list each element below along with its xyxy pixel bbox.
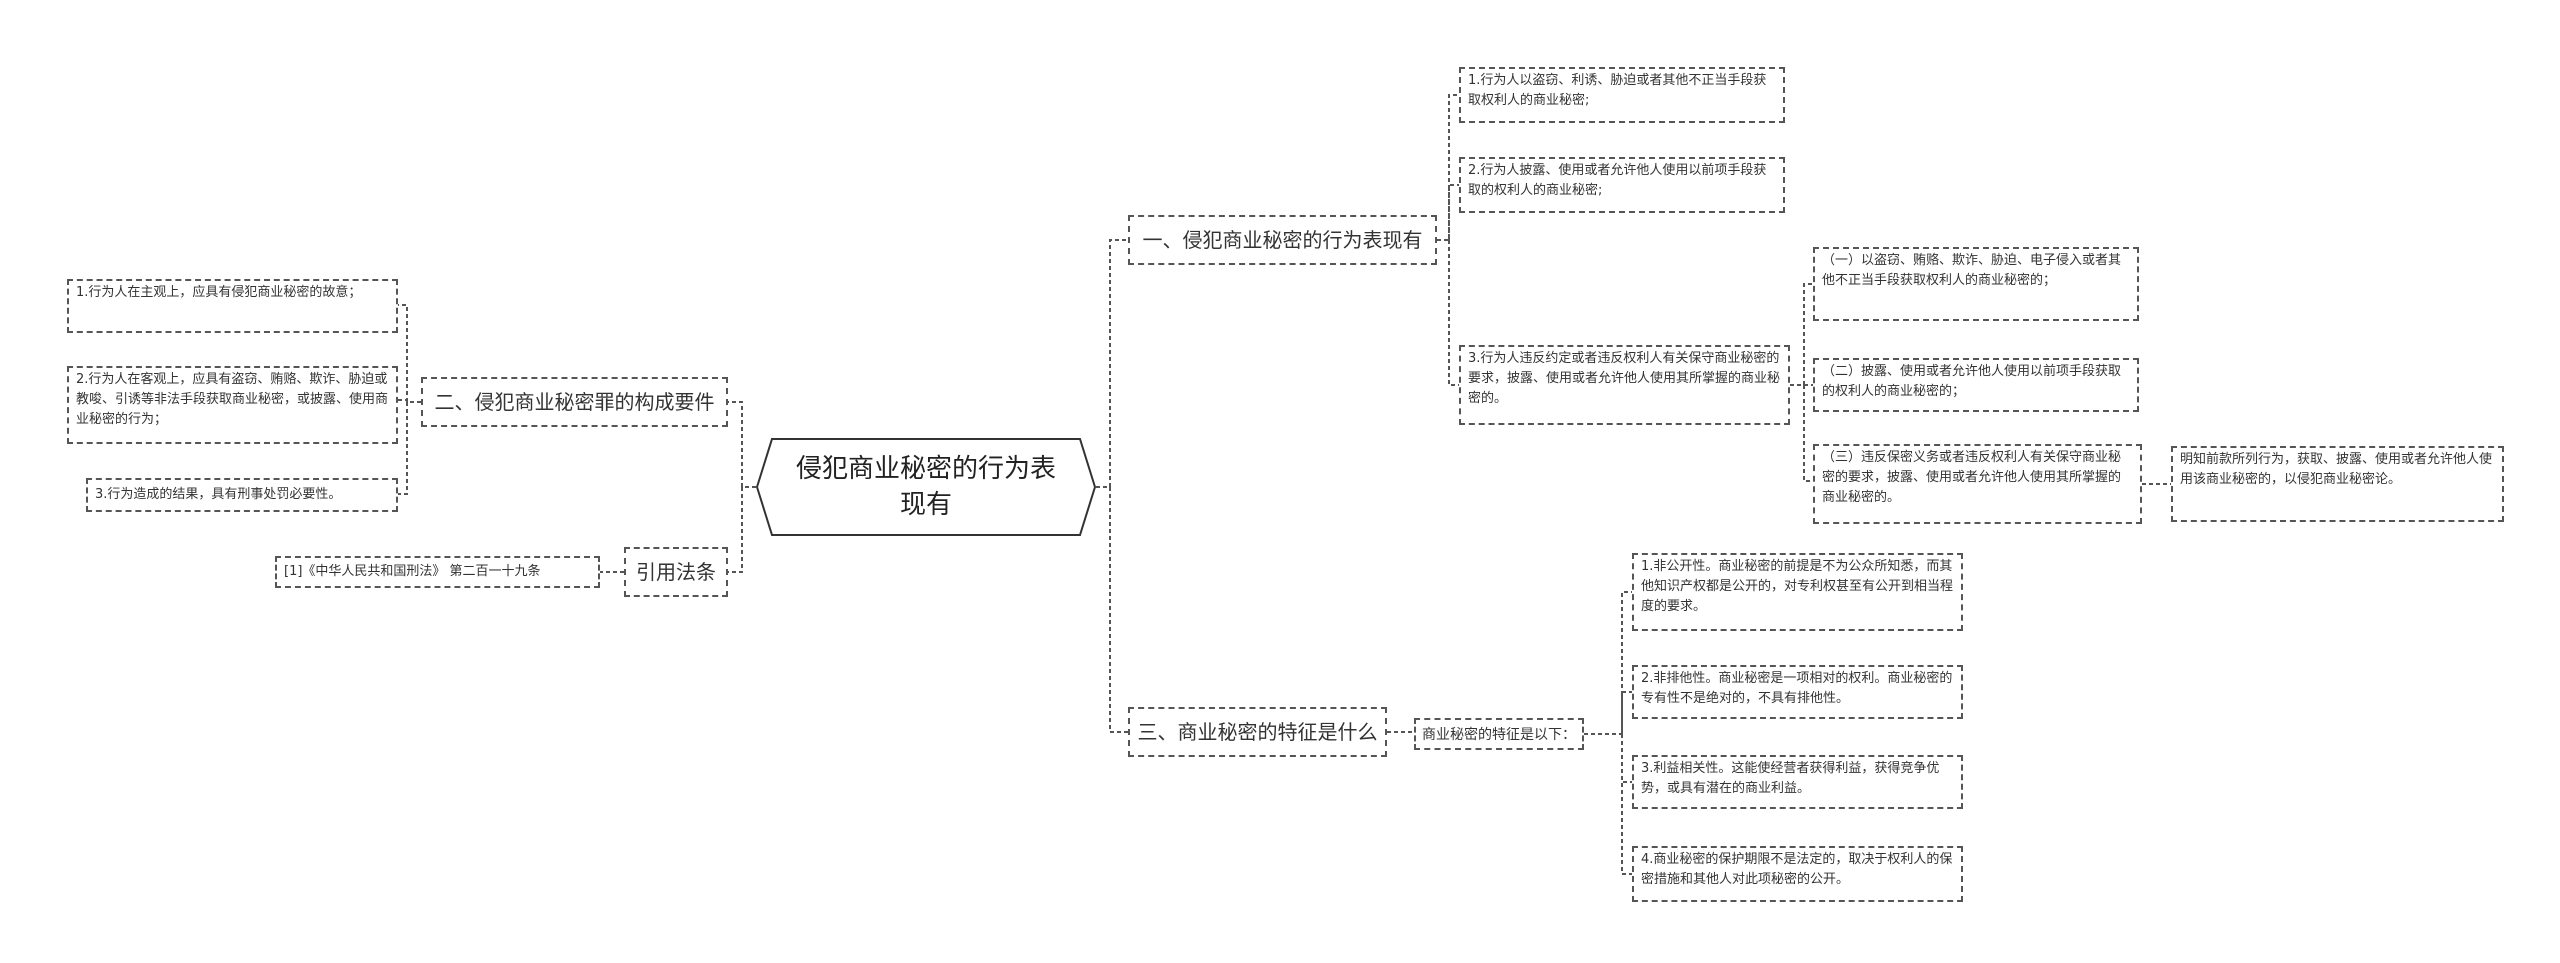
element-item-1[interactable]: 1.行为人在主观上，应具有侵犯商业秘密的故意； xyxy=(67,279,398,333)
root-topic[interactable]: 侵犯商业秘密的行为表现有 xyxy=(756,438,1096,536)
sub-item-3[interactable]: （三）违反保密义务或者违反权利人有关保守商业秘密的要求，披露、使用或者允许他人使… xyxy=(1813,444,2142,524)
branch-infringement-behaviors[interactable]: 一、侵犯商业秘密的行为表现有 xyxy=(1128,215,1437,265)
feature-item-4[interactable]: 4.商业秘密的保护期限不是法定的，取决于权利人的保密措施和其他人对此项秘密的公开… xyxy=(1632,846,1963,902)
element-item-3[interactable]: 3.行为造成的结果，具有刑事处罚必要性。 xyxy=(86,478,398,512)
branch-secret-features[interactable]: 三、商业秘密的特征是什么 xyxy=(1128,707,1387,757)
feature-item-3[interactable]: 3.利益相关性。这能使经营者获得利益，获得竞争优势，或具有潜在的商业利益。 xyxy=(1632,755,1963,809)
features-intro[interactable]: 商业秘密的特征是以下： xyxy=(1414,718,1584,750)
cited-law-item[interactable]: [1]《中华人民共和国刑法》 第二百一十九条 xyxy=(275,556,600,588)
branch-cited-laws[interactable]: 引用法条 xyxy=(624,547,728,597)
branch-label: 引用法条 xyxy=(636,560,716,584)
behavior-item-1[interactable]: 1.行为人以盗窃、利诱、胁迫或者其他不正当手段获取权利人的商业秘密; xyxy=(1459,67,1785,123)
sub-item-2[interactable]: （二）披露、使用或者允许他人使用以前项手段获取的权利人的商业秘密的； xyxy=(1813,358,2139,412)
sub-item-note[interactable]: 明知前款所列行为，获取、披露、使用或者允许他人使用该商业秘密的，以侵犯商业秘密论… xyxy=(2171,446,2504,522)
feature-item-2[interactable]: 2.非排他性。商业秘密是一项相对的权利。商业秘密的专有性不是绝对的，不具有排他性… xyxy=(1632,665,1963,719)
behavior-item-3[interactable]: 3.行为人违反约定或者违反权利人有关保守商业秘密的要求，披露、使用或者允许他人使… xyxy=(1459,345,1790,425)
branch-crime-elements[interactable]: 二、侵犯商业秘密罪的构成要件 xyxy=(421,377,728,427)
element-item-2[interactable]: 2.行为人在客观上，应具有盗窃、贿赂、欺诈、胁迫或教唆、引诱等非法手段获取商业秘… xyxy=(67,366,398,444)
sub-item-1[interactable]: （一）以盗窃、贿赂、欺诈、胁迫、电子侵入或者其他不正当手段获取权利人的商业秘密的… xyxy=(1813,247,2139,321)
behavior-item-2[interactable]: 2.行为人披露、使用或者允许他人使用以前项手段获取的权利人的商业秘密; xyxy=(1459,157,1785,213)
branch-label: 二、侵犯商业秘密罪的构成要件 xyxy=(434,390,715,414)
branch-label: 三、商业秘密的特征是什么 xyxy=(1137,720,1378,744)
branch-label: 一、侵犯商业秘密的行为表现有 xyxy=(1142,228,1423,252)
root-hexagon-shape xyxy=(756,438,1096,536)
feature-item-1[interactable]: 1.非公开性。商业秘密的前提是不为公众所知悉，而其他知识产权都是公开的，对专利权… xyxy=(1632,553,1963,631)
root-title: 侵犯商业秘密的行为表现有 xyxy=(796,454,1057,520)
